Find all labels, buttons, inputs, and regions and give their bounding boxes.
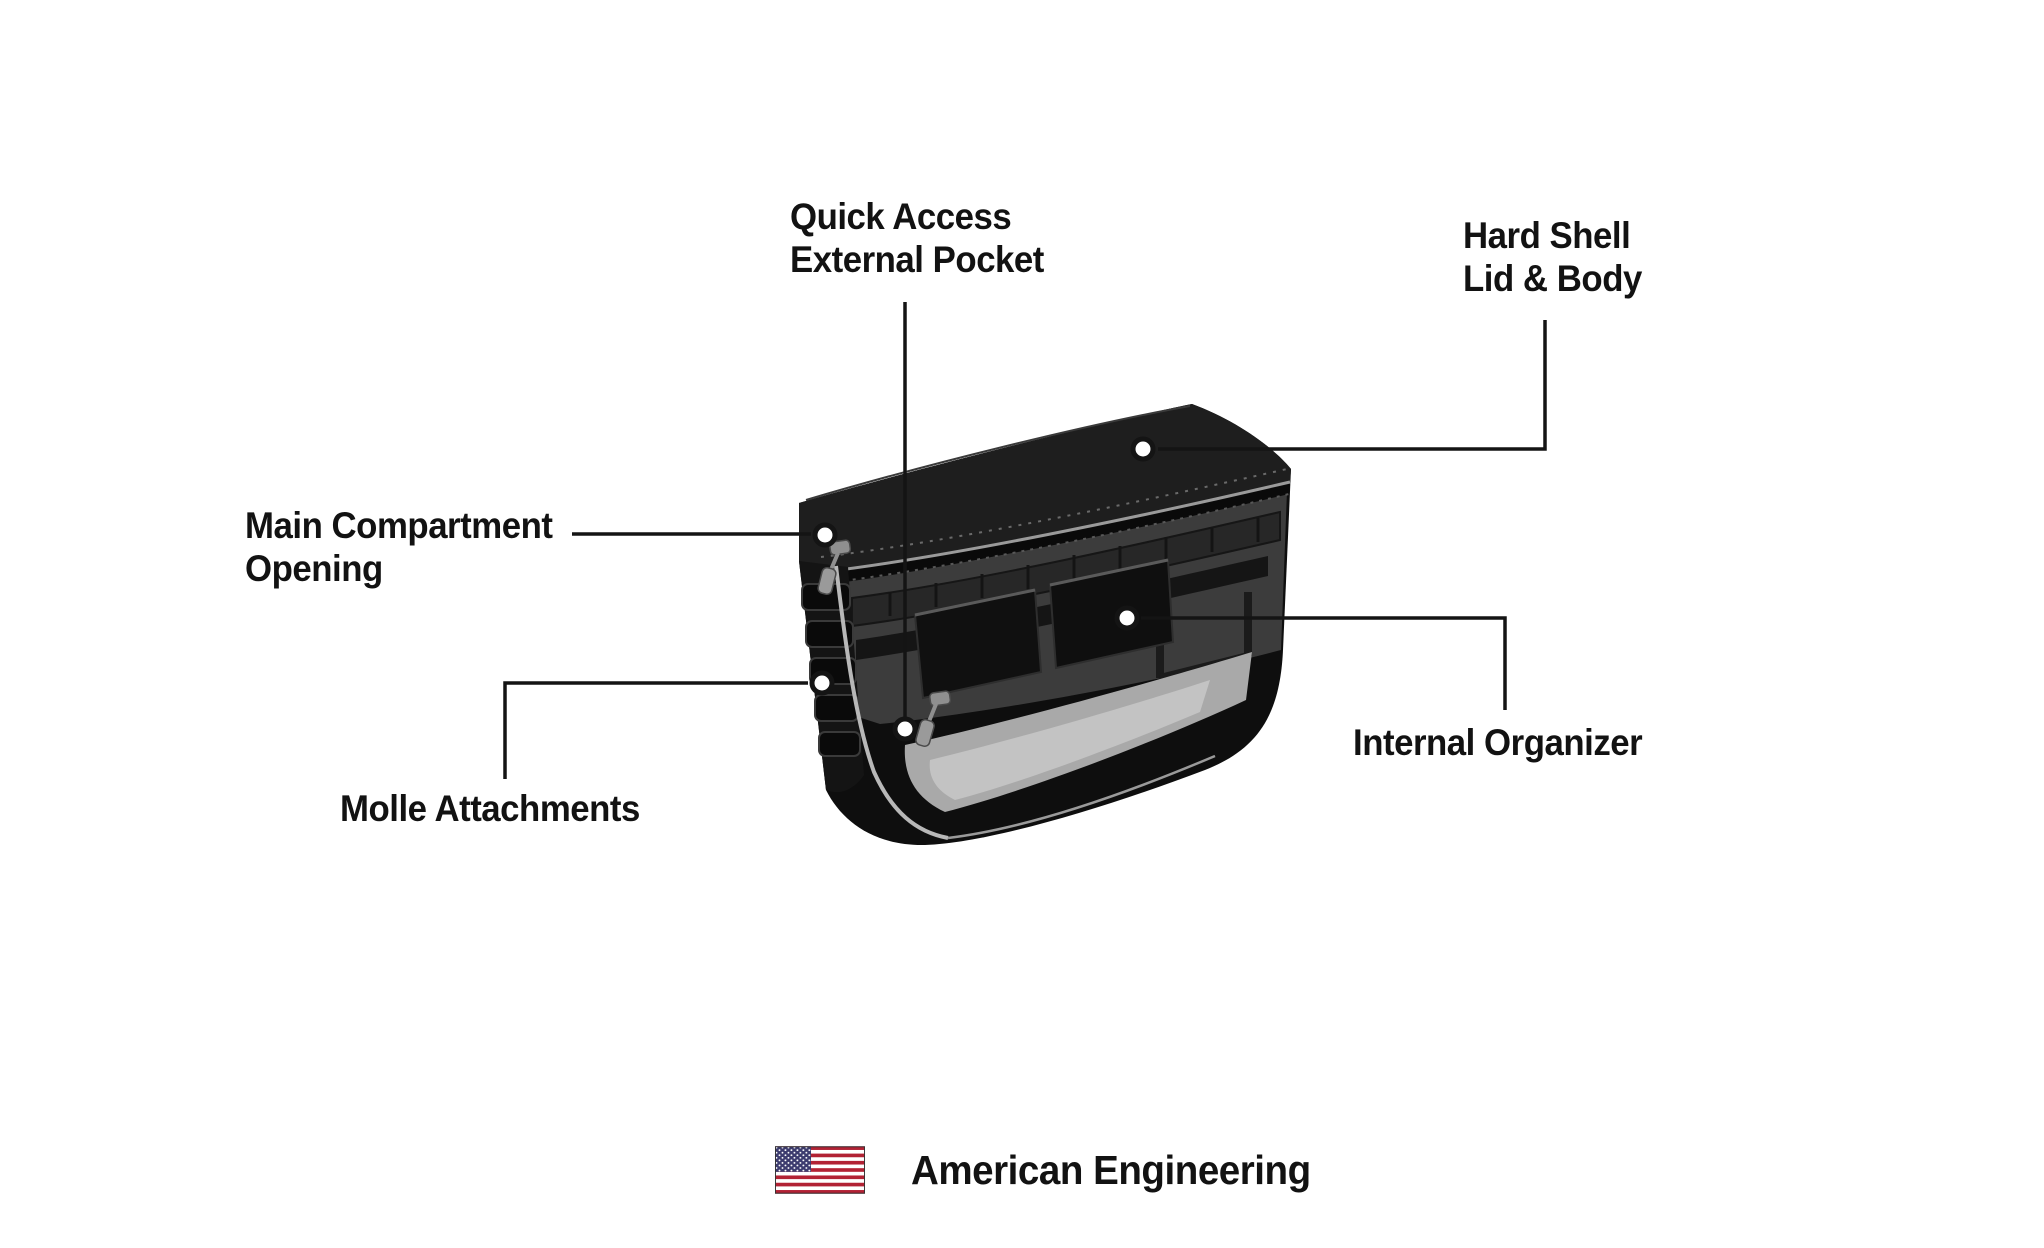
callout-dot-main-compartment [812,522,838,548]
label-internal-organizer: Internal Organizer [1353,722,1643,765]
callout-dot-quick-access [892,716,918,742]
label-main-compartment-opening: Main Compartment Opening [245,505,553,591]
external-pocket-zipper-pull [915,690,952,747]
callout-dot-molle [809,670,835,696]
label-line: Internal Organizer [1353,722,1643,763]
label-line: External Pocket [790,238,1044,280]
webbing-stitch-lines [888,518,1260,616]
label-line: Main Compartment [245,505,553,546]
footer-tagline: American Engineering [911,1146,1311,1193]
callout-dot-hard-shell [1130,436,1156,462]
label-line: Opening [245,547,383,589]
main-zipper-pull [817,539,852,595]
callout-line-internal-organizer [1141,616,1507,710]
saddlebag-illustration [799,404,1291,846]
label-molle-attachments: Molle Attachments [340,788,640,831]
label-hard-shell-lid-body: Hard Shell Lid & Body [1463,215,1642,301]
footer: American Engineering [775,1140,1336,1200]
us-flag-icon [775,1146,865,1194]
callout-dot-internal-organizer [1114,605,1140,631]
label-quick-access-external-pocket: Quick Access External Pocket [790,196,1044,282]
organizer-pockets [913,558,1175,700]
callout-line-hard-shell [1158,320,1547,451]
callout-line-molle [503,681,808,779]
label-line: Quick Access [790,196,1012,237]
label-line: Molle Attachments [340,788,640,829]
label-line: Lid & Body [1463,257,1642,299]
label-line: Hard Shell [1463,215,1631,256]
